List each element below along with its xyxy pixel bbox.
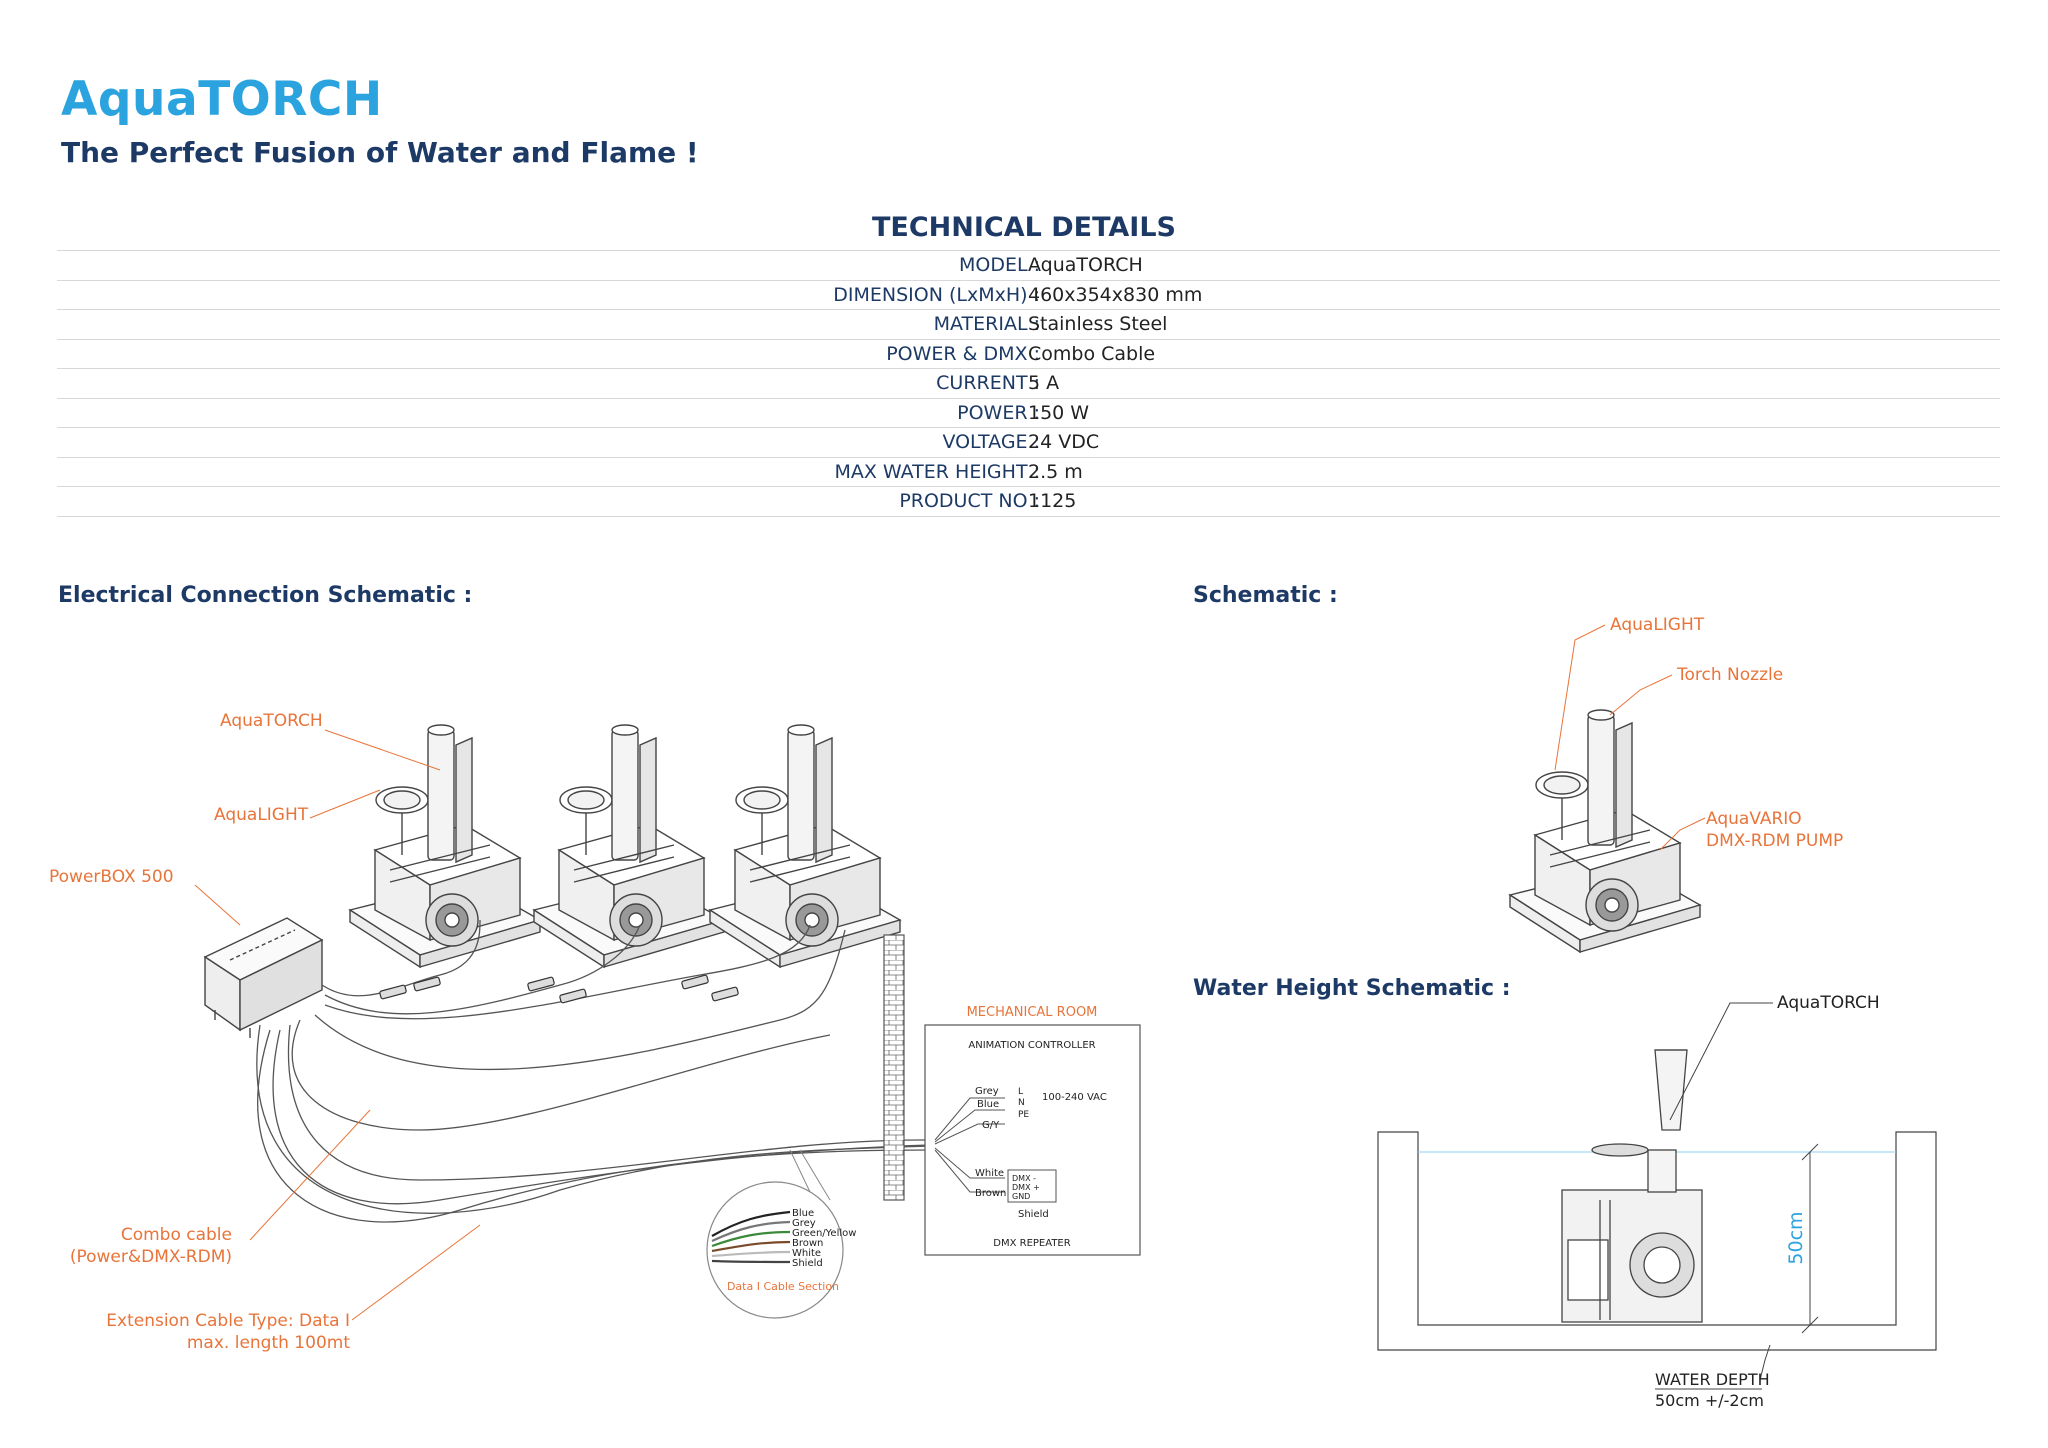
- spec-value: 2.5 m: [1028, 460, 1083, 483]
- cable-connectors: [379, 974, 739, 1004]
- spec-row-current: CURRENT : 5 A: [57, 368, 2000, 398]
- spec-label: MATERIAL :: [933, 313, 1040, 335]
- schematic-label-aquavario: AquaVARIO: [1706, 809, 1802, 829]
- depth-marker: [1669, 1002, 1819, 1381]
- cable-section-title: Data I Cable Section: [727, 1280, 839, 1293]
- spec-value: AquaTORCH: [1028, 254, 1143, 276]
- schematic-label-aqualight: AquaLIGHT: [1610, 615, 1705, 635]
- spec-value: 5 A: [1028, 372, 1060, 394]
- label-aqualight: AquaLIGHT: [214, 805, 309, 825]
- animation-controller-label: ANIMATION CONTROLLER: [968, 1040, 1095, 1051]
- water-height-drawing: AquaTORCH 50cm WATER DEPTH 50cm +/-2cm: [1377, 993, 1937, 1410]
- aquatorch-unit-2: [533, 724, 725, 968]
- spec-value: 1125: [1028, 490, 1077, 512]
- basin-unit: [1561, 1049, 1703, 1323]
- mechanical-room-label: MECHANICAL ROOM: [967, 1005, 1098, 1020]
- wire-white: White: [975, 1168, 1004, 1179]
- schematic-drawing: AquaLIGHT Torch Nozzle AquaVARIO DMX-RDM…: [1509, 615, 1843, 953]
- section-wire-blue: Blue: [792, 1208, 814, 1219]
- water-height-heading: Water Height Schematic :: [1193, 976, 1511, 1001]
- schematic-leader-lines: [1554, 624, 1706, 851]
- spec-label: MODEL :: [958, 254, 1040, 276]
- terminal-dmx-plus: DMX +: [1012, 1183, 1040, 1192]
- spec-row-voltage: VOLTAGE : 24 VDC: [57, 427, 2000, 457]
- terminal-dmx-minus: DMX -: [1012, 1174, 1036, 1183]
- terminal-l: L: [1018, 1087, 1023, 1097]
- spec-label: POWER :: [957, 401, 1040, 424]
- schematic-heading: Schematic :: [1193, 583, 1338, 608]
- spec-row-product-no: PRODUCT NO : 1125: [57, 486, 2000, 517]
- page-subtitle: The Perfect Fusion of Water and Flame !: [61, 136, 699, 169]
- spec-row-max-water-height: MAX WATER HEIGHT : 2.5 m: [57, 456, 2000, 487]
- section-wire-green-yellow: Green/Yellow: [792, 1228, 856, 1239]
- spec-label: MAX WATER HEIGHT :: [834, 460, 1040, 483]
- technical-details-table: MODEL : AquaTORCH DIMENSION (LxMxH) : 46…: [57, 250, 2000, 517]
- spec-value: 460x354x830 mm: [1028, 283, 1203, 306]
- spec-value: Stainless Steel: [1028, 313, 1168, 335]
- section-wire-brown: Brown: [792, 1238, 823, 1249]
- wire-grey: Grey: [975, 1086, 999, 1097]
- cable-section-detail: Blue Grey Green/Yellow Brown White Shiel…: [706, 1149, 856, 1319]
- spec-value: 150 W: [1028, 401, 1090, 424]
- spec-value: 24 VDC: [1028, 431, 1100, 453]
- aquatorch-unit-1: [349, 724, 541, 968]
- spec-row-power-dmx: POWER & DMX : Combo Cable: [57, 338, 2000, 369]
- spec-label: VOLTAGE :: [942, 431, 1040, 453]
- spec-row-power: POWER : 150 W: [57, 397, 2000, 428]
- label-combo-cable-type: (Power&DMX-RDM): [70, 1247, 232, 1267]
- schematic-label-torch-nozzle: Torch Nozzle: [1676, 665, 1783, 685]
- depth-mark-label: 50cm: [1785, 1211, 1807, 1264]
- shield-label: Shield: [1018, 1209, 1049, 1220]
- label-extension-cable: Extension Cable Type: Data I: [106, 1311, 350, 1331]
- spec-label: POWER & DMX :: [886, 342, 1040, 365]
- wire-brown: Brown: [975, 1188, 1006, 1199]
- terminal-pe: PE: [1018, 1110, 1029, 1120]
- water-label-aquatorch: AquaTORCH: [1777, 993, 1880, 1013]
- section-wire-shield: Shield: [792, 1258, 823, 1269]
- water-depth-value: 50cm +/-2cm: [1655, 1391, 1764, 1410]
- wire-gy: G/Y: [982, 1120, 1000, 1131]
- spec-label: CURRENT :: [936, 372, 1040, 394]
- wire-blue: Blue: [977, 1099, 999, 1110]
- spec-label: PRODUCT NO :: [899, 490, 1040, 512]
- voltage-label: 100-240 VAC: [1042, 1092, 1107, 1103]
- combo-cables: [256, 919, 931, 1223]
- page-title: AquaTORCH: [61, 72, 383, 127]
- label-combo-cable: Combo cable: [121, 1225, 232, 1245]
- electrical-schematic-drawing: MECHANICAL ROOM ANIMATION CONTROLLER Gre…: [49, 711, 1141, 1353]
- mechanical-room-box: [924, 1024, 1141, 1256]
- section-wire-grey: Grey: [792, 1218, 816, 1229]
- electrical-schematic-heading: Electrical Connection Schematic :: [58, 583, 473, 608]
- label-aquatorch: AquaTORCH: [220, 711, 323, 731]
- schematic-label-pump: DMX-RDM PUMP: [1706, 831, 1843, 851]
- label-extension-length: max. length 100mt: [187, 1333, 350, 1353]
- dmx-repeater-label: DMX REPEATER: [993, 1238, 1070, 1249]
- spec-row-dimension: DIMENSION (LxMxH) : 460x354x830 mm: [57, 279, 2000, 310]
- spec-label: DIMENSION (LxMxH) :: [833, 283, 1040, 306]
- label-powerbox: PowerBOX 500: [49, 867, 174, 887]
- spec-row-material: MATERIAL : Stainless Steel: [57, 309, 2000, 339]
- section-wire-white: White: [792, 1248, 821, 1259]
- controller-wiring: [934, 1097, 1057, 1203]
- technical-details-heading: TECHNICAL DETAILS: [871, 212, 1176, 243]
- spec-row-model: MODEL : AquaTORCH: [57, 250, 2000, 280]
- powerbox-drawing: [203, 917, 324, 1038]
- wall: [883, 934, 905, 1201]
- terminal-gnd: GND: [1012, 1192, 1030, 1201]
- terminal-n: N: [1018, 1098, 1025, 1108]
- aquatorch-unit-detail: [1509, 709, 1701, 953]
- spec-value: Combo Cable: [1028, 342, 1156, 365]
- aquatorch-unit-3: [709, 724, 901, 968]
- water-depth-label: WATER DEPTH: [1655, 1370, 1770, 1389]
- basin: [1377, 1131, 1937, 1351]
- leader-lines: [194, 729, 481, 1321]
